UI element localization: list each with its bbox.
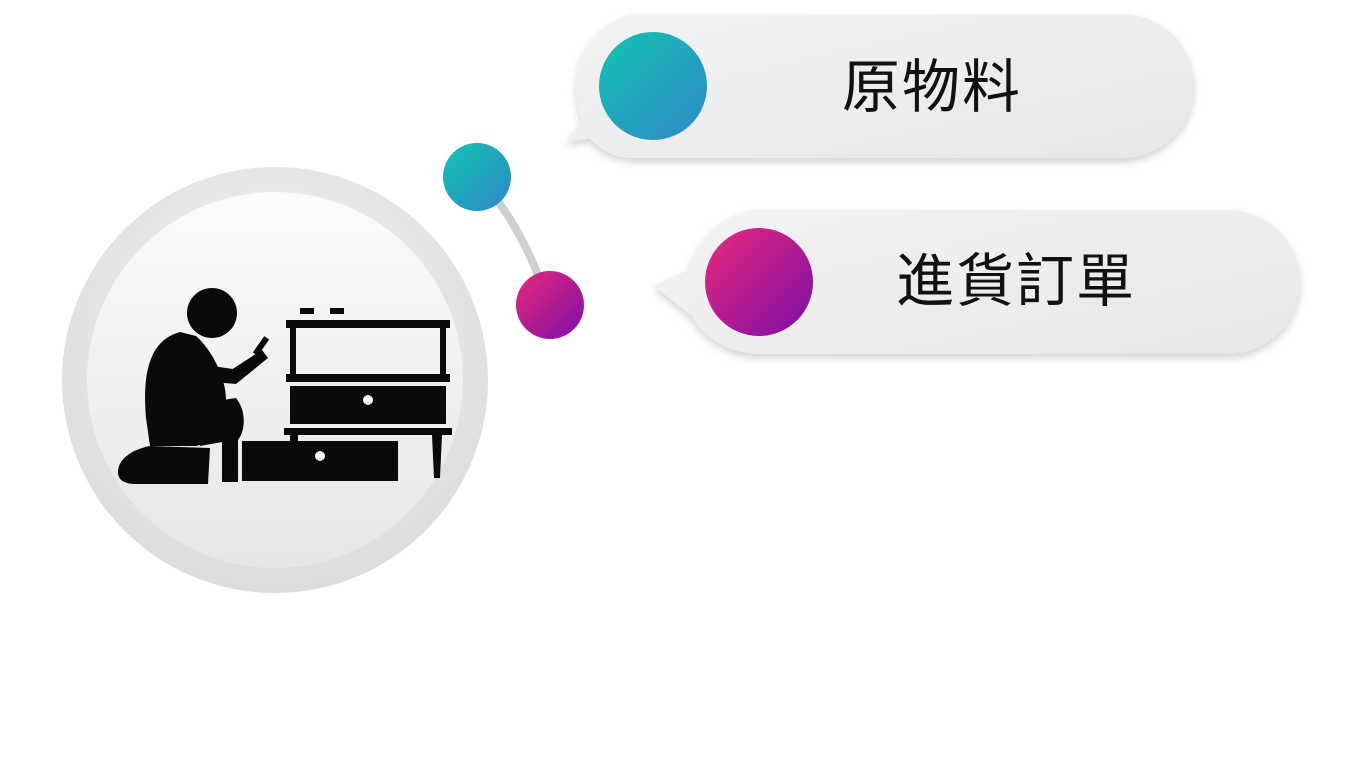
bubble-1-dot [599, 32, 707, 140]
bubble-1 [566, 14, 1194, 158]
connector-dot-teal [443, 143, 511, 211]
item-label-purchase-order: 進貨訂單 [896, 247, 1137, 315]
bubble-2-dot [705, 228, 813, 336]
drawer-knob [363, 395, 373, 405]
drawer-knob [315, 451, 325, 461]
bubble-2 [654, 210, 1300, 354]
worker-assembling-furniture-icon [118, 288, 452, 484]
item-label-raw-materials: 原物料 [842, 53, 1023, 121]
connector-dot-magenta [516, 271, 584, 339]
